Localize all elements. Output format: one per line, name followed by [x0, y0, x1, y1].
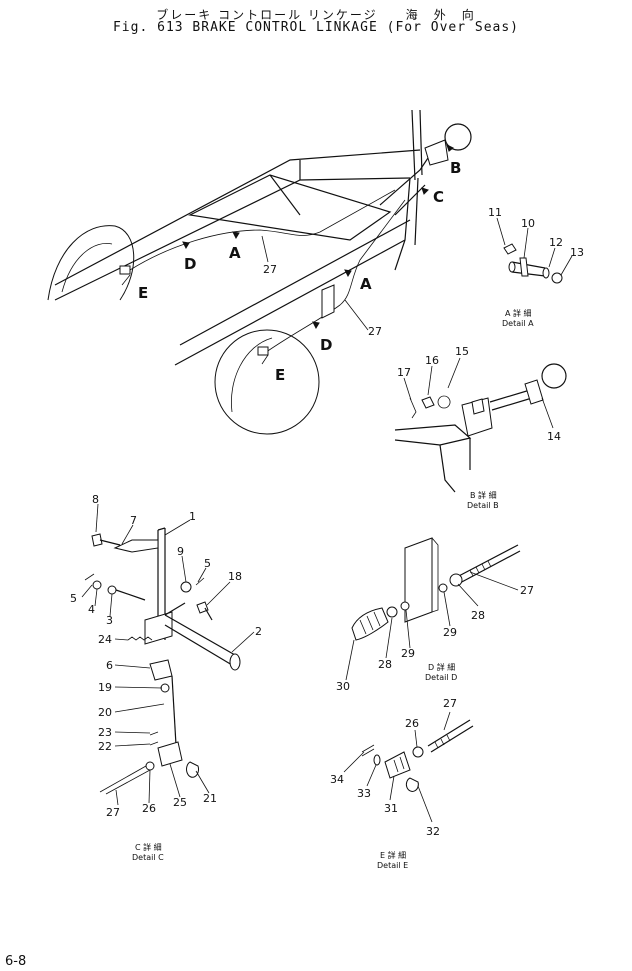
detail-caption: Detail B	[467, 501, 499, 510]
detail-c-drawing	[81, 503, 255, 806]
part-label: 26	[405, 717, 419, 730]
callout-detail-a: A	[360, 275, 372, 293]
part-label: 31	[384, 802, 398, 815]
part-label: 19	[98, 681, 112, 694]
detail-caption: Detail A	[502, 319, 534, 328]
part-label: 30	[336, 680, 350, 693]
part-label: 3	[106, 614, 113, 627]
part-label: 32	[426, 825, 440, 838]
part-label: 6	[106, 659, 113, 672]
detail-a-drawing	[496, 217, 573, 284]
part-label: 16	[425, 354, 439, 367]
trailer-overview-drawing	[47, 109, 472, 435]
part-label: 20	[98, 706, 112, 719]
part-label: 27	[520, 584, 534, 597]
part-label: 34	[330, 773, 344, 786]
part-label: 4	[88, 603, 95, 616]
detail-caption: Detail E	[377, 861, 408, 870]
figure-title: Fig. 613 BRAKE CONTROL LINKAGE (For Over…	[112, 20, 520, 35]
part-label: 2	[255, 625, 262, 638]
part-label: 27	[263, 263, 277, 276]
part-label: 9	[177, 545, 184, 558]
part-label: 28	[378, 658, 392, 671]
part-label: 33	[357, 787, 371, 800]
detail-e-drawing	[343, 711, 474, 823]
part-label: 8	[92, 493, 99, 506]
part-label: 15	[455, 345, 469, 358]
detail-b-drawing	[394, 357, 567, 493]
detail-caption-top: D 詳 細	[428, 662, 455, 672]
part-label: 11	[488, 206, 502, 219]
detail-caption-top: A 詳 細	[505, 308, 532, 318]
detail-d-drawing	[345, 537, 521, 681]
part-label: 22	[98, 740, 112, 753]
part-label: 18	[228, 570, 242, 583]
callout-detail-e: E	[138, 284, 148, 302]
part-label: 12	[549, 236, 563, 249]
part-label: 17	[397, 366, 411, 379]
part-label: 5	[204, 557, 211, 570]
callout-detail-d: D	[320, 336, 332, 354]
callout-detail-c: C	[433, 188, 444, 206]
part-label: 29	[401, 647, 415, 660]
detail-caption: Detail C	[132, 853, 164, 862]
detail-caption-top: E 詳 細	[380, 850, 406, 860]
part-label: 21	[203, 792, 217, 805]
part-label: 23	[98, 726, 112, 739]
detail-caption-top: C 詳 細	[135, 842, 162, 852]
part-label: 10	[521, 217, 535, 230]
callout-detail-d: D	[184, 255, 196, 273]
part-label: 27	[368, 325, 382, 338]
part-label: 27	[443, 697, 457, 710]
part-label: 13	[570, 246, 584, 259]
part-label: 1	[189, 510, 196, 523]
part-label: 14	[547, 430, 561, 443]
part-label: 27	[106, 806, 120, 819]
part-label: 25	[173, 796, 187, 809]
part-label: 7	[130, 514, 137, 527]
part-label: 28	[471, 609, 485, 622]
part-label: 24	[98, 633, 112, 646]
page-number: 6-8	[5, 954, 27, 969]
detail-caption: Detail D	[425, 673, 457, 682]
figure-title-japanese: ブレーキ コントロール リンケージ 海 外 向	[156, 8, 476, 22]
part-label: 26	[142, 802, 156, 815]
callout-detail-a: A	[229, 244, 241, 262]
detail-caption-top: B 詳 細	[470, 490, 497, 500]
callout-detail-b: B	[450, 159, 461, 177]
part-label: 5	[70, 592, 77, 605]
part-label: 29	[443, 626, 457, 639]
callout-detail-e: E	[275, 366, 285, 384]
